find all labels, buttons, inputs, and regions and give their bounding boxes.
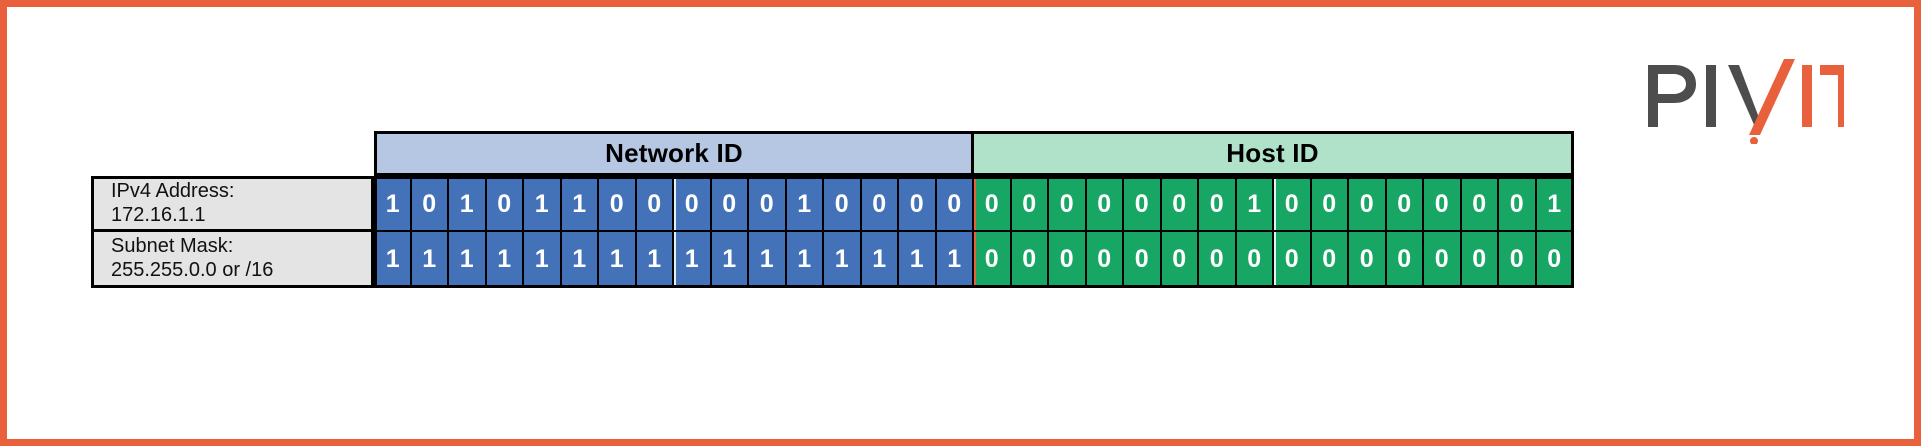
bit-cell: 1 bbox=[711, 232, 749, 288]
bit-cell: 0 bbox=[1161, 176, 1199, 232]
bit-cell: 1 bbox=[524, 232, 562, 288]
bit-cell: 1 bbox=[1236, 176, 1274, 232]
bit-cell: 0 bbox=[1086, 232, 1124, 288]
bit-cell: 0 bbox=[1349, 232, 1387, 288]
row-label-line1: Subnet Mask: bbox=[111, 234, 234, 257]
bit-cell: 1 bbox=[749, 232, 787, 288]
bit-cell: 0 bbox=[824, 176, 862, 232]
row-label-line1: IPv4 Address: bbox=[111, 180, 235, 203]
bit-cell: 1 bbox=[374, 232, 412, 288]
bit-cell: 0 bbox=[1049, 176, 1087, 232]
bit-cell: 1 bbox=[824, 232, 862, 288]
row-label-line2: 172.16.1.1 bbox=[111, 204, 206, 226]
bit-cell: 0 bbox=[1424, 232, 1462, 288]
bit-cell: 0 bbox=[599, 176, 637, 232]
bit-cell: 0 bbox=[861, 176, 899, 232]
bit-cell: 0 bbox=[749, 176, 787, 232]
bit-cell: 1 bbox=[561, 232, 599, 288]
bit-cell: 1 bbox=[561, 176, 599, 232]
bit-cell: 0 bbox=[1386, 176, 1424, 232]
bit-cell: 0 bbox=[1461, 176, 1499, 232]
bit-cell: 0 bbox=[1199, 232, 1237, 288]
bit-cell: 0 bbox=[974, 232, 1012, 288]
bit-cell: 0 bbox=[1311, 232, 1349, 288]
host-id-header: Host ID bbox=[974, 131, 1574, 176]
network-id-header: Network ID bbox=[374, 131, 974, 176]
bit-cell: 1 bbox=[861, 232, 899, 288]
pivit-logo-mark bbox=[1648, 59, 1844, 144]
bit-cell: 1 bbox=[786, 176, 824, 232]
bit-cell: 1 bbox=[599, 232, 637, 288]
bit-cell: 0 bbox=[1049, 232, 1087, 288]
bit-cell: 0 bbox=[1086, 176, 1124, 232]
bit-cell: 1 bbox=[786, 232, 824, 288]
bit-cell: 0 bbox=[974, 176, 1012, 232]
bit-cell: 1 bbox=[899, 232, 937, 288]
bit-cell: 0 bbox=[711, 176, 749, 232]
segment-header-row: Network ID Host ID bbox=[374, 131, 1574, 176]
row-label-subnet-mask: Subnet Mask: 255.255.0.0 or /16 bbox=[91, 232, 374, 288]
bit-cell: 0 bbox=[1161, 232, 1199, 288]
bit-cell: 0 bbox=[1124, 176, 1162, 232]
bit-cell: 0 bbox=[936, 176, 974, 232]
bit-cell: 1 bbox=[411, 232, 449, 288]
bit-cell: 0 bbox=[899, 176, 937, 232]
bit-cell: 0 bbox=[1349, 176, 1387, 232]
bit-cell: 1 bbox=[1536, 176, 1574, 232]
row-label-line2: 255.255.0.0 or /16 bbox=[111, 258, 274, 281]
bit-cell: 0 bbox=[1199, 176, 1237, 232]
bit-cell: 0 bbox=[1274, 176, 1312, 232]
bit-cell: 0 bbox=[1424, 176, 1462, 232]
bit-cell: 1 bbox=[936, 232, 974, 288]
bit-cell: 1 bbox=[449, 176, 487, 232]
pivit-logo bbox=[1644, 49, 1844, 144]
bit-cell: 0 bbox=[674, 176, 712, 232]
bit-cell: 0 bbox=[1461, 232, 1499, 288]
ipv4-subnet-diagram: Network ID Host ID IPv4 Address: 172.16.… bbox=[91, 131, 1581, 331]
bit-cell: 0 bbox=[1236, 232, 1274, 288]
bit-cell: 1 bbox=[374, 176, 412, 232]
row-label-ipv4-address: IPv4 Address: 172.16.1.1 bbox=[91, 176, 374, 232]
bit-cell: 0 bbox=[636, 176, 674, 232]
bit-cell: 0 bbox=[1386, 232, 1424, 288]
bit-cell: 1 bbox=[636, 232, 674, 288]
bit-cell: 0 bbox=[1499, 176, 1537, 232]
bit-cell: 0 bbox=[486, 176, 524, 232]
bit-cell: 0 bbox=[1011, 232, 1049, 288]
bit-cell: 1 bbox=[449, 232, 487, 288]
bit-cell: 1 bbox=[486, 232, 524, 288]
bit-cell: 1 bbox=[674, 232, 712, 288]
bit-cell: 0 bbox=[1124, 232, 1162, 288]
bit-cell: 0 bbox=[1536, 232, 1574, 288]
bit-cell: 0 bbox=[1274, 232, 1312, 288]
bit-cell: 0 bbox=[1011, 176, 1049, 232]
bit-cell: 0 bbox=[1499, 232, 1537, 288]
bit-cell: 1 bbox=[524, 176, 562, 232]
bit-cell: 0 bbox=[411, 176, 449, 232]
bit-cell: 0 bbox=[1311, 176, 1349, 232]
